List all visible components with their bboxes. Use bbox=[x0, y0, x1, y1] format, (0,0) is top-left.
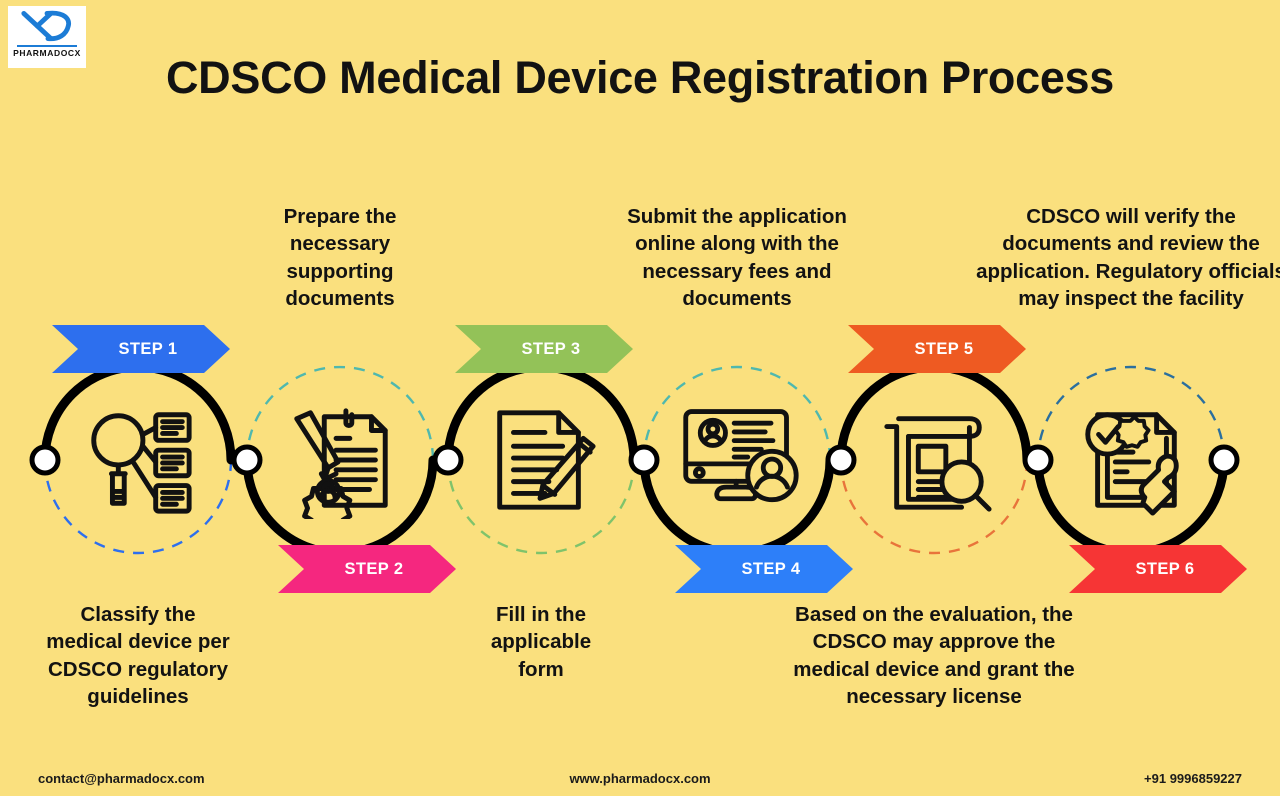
step-2-label: STEP 2 bbox=[344, 559, 404, 578]
step-5-dashed-arc bbox=[839, 459, 1029, 555]
flow-node-dot bbox=[825, 444, 857, 476]
page-title: CDSCO Medical Device Registration Proces… bbox=[165, 52, 1115, 103]
footer-website[interactable]: www.pharmadocx.com bbox=[569, 771, 711, 786]
flow-node-dot bbox=[1022, 444, 1054, 476]
logo-divider bbox=[17, 45, 77, 47]
step-4-label: STEP 4 bbox=[741, 559, 801, 578]
pharmadocx-xd-monogram-icon bbox=[21, 10, 72, 42]
step-6-label: STEP 6 bbox=[1135, 559, 1195, 578]
footer: contact@pharmadocx.com www.pharmadocx.co… bbox=[0, 754, 1280, 796]
brand-logo: PHARMADOCX bbox=[8, 6, 86, 68]
footer-email[interactable]: contact@pharmadocx.com bbox=[38, 771, 205, 786]
step-4-banner[interactable]: STEP 4 bbox=[675, 545, 853, 593]
step-1-dashed-arc bbox=[43, 459, 233, 555]
step-3-banner[interactable]: STEP 3 bbox=[455, 325, 633, 373]
flow-node-dot bbox=[432, 444, 464, 476]
flow-node-dot bbox=[1208, 444, 1240, 476]
step-6-dashed-arc bbox=[1036, 365, 1226, 461]
step-3-dashed-arc bbox=[446, 459, 636, 555]
flow-node-dot bbox=[628, 444, 660, 476]
step-1-label: STEP 1 bbox=[118, 339, 178, 358]
step-3-label: STEP 3 bbox=[521, 339, 581, 358]
step-5-label: STEP 5 bbox=[914, 339, 974, 358]
flow-node-dot bbox=[231, 444, 263, 476]
logo-wordmark: PHARMADOCX bbox=[13, 48, 81, 58]
step-6-banner[interactable]: STEP 6 bbox=[1069, 545, 1247, 593]
step-1-banner[interactable]: STEP 1 bbox=[52, 325, 230, 373]
step-2-dashed-arc bbox=[245, 365, 435, 461]
flow-node-dot bbox=[29, 444, 61, 476]
step-4-dashed-arc bbox=[642, 365, 832, 461]
step-5-banner[interactable]: STEP 5 bbox=[848, 325, 1026, 373]
footer-phone[interactable]: +91 9996859227 bbox=[1144, 771, 1242, 786]
step-2-banner[interactable]: STEP 2 bbox=[278, 545, 456, 593]
